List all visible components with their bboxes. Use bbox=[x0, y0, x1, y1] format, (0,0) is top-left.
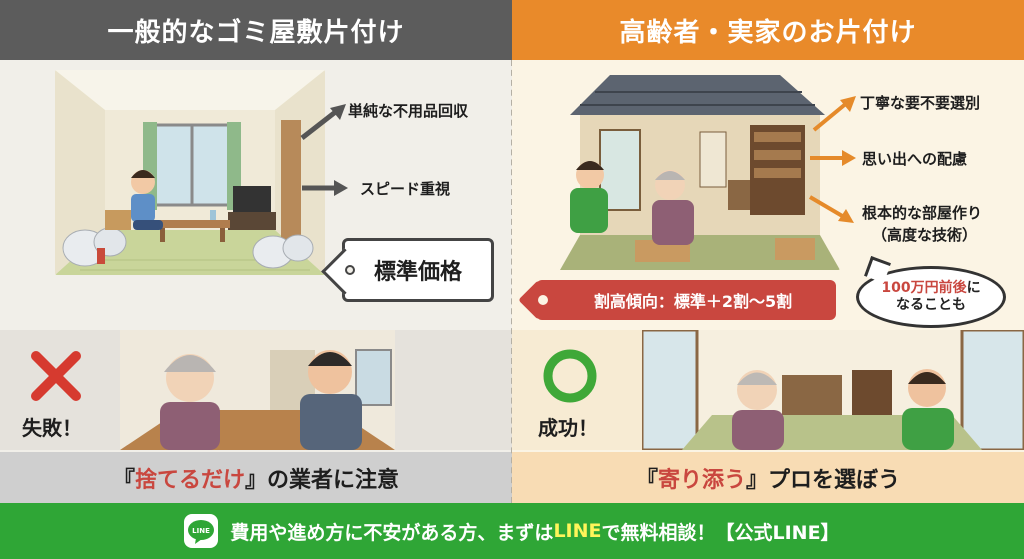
left-header: 一般的なゴミ屋敷片付け bbox=[0, 0, 512, 60]
bubble-line-1-rest: に bbox=[966, 279, 981, 296]
tag-hole-icon bbox=[345, 265, 355, 275]
left-caption: 『 捨てるだけ 』の業者に注意 bbox=[0, 452, 512, 503]
banner-text-after: で無料相談！【公式LINE】 bbox=[601, 521, 840, 544]
callout-careful-sorting: 丁寧な要不要選別 bbox=[860, 94, 981, 112]
bubble-line-1: 100万円前後に bbox=[881, 280, 980, 298]
success-band: 成功！ bbox=[512, 330, 1024, 450]
price-speech-bubble: 100万円前後に なることも bbox=[856, 266, 1006, 328]
line-consult-banner[interactable]: LINE 費用や進め方に不安がある方、まずは LINE で無料相談！【公式LIN… bbox=[0, 503, 1024, 559]
banner-text-before: 費用や進め方に不安がある方、まずは bbox=[230, 521, 554, 544]
left-panel: 一般的なゴミ屋敷片付け bbox=[0, 0, 512, 503]
right-caption: 『 寄り添う 』プロを選ぼう bbox=[512, 452, 1024, 503]
messy-room-illustration bbox=[55, 70, 325, 275]
line-logo-text: LINE bbox=[193, 527, 211, 535]
left-caption-highlight: 捨てるだけ bbox=[134, 467, 245, 493]
fail-label: 失敗！ bbox=[22, 416, 82, 440]
callout-room-making: 根本的な部屋作り bbox=[862, 204, 983, 222]
fail-scene-illustration bbox=[120, 330, 395, 450]
price-tag-premium: 割高傾向：標準＋2割〜5割 bbox=[536, 280, 836, 320]
circle-mark-icon bbox=[543, 349, 597, 403]
right-header: 高齢者・実家のお片付け bbox=[512, 0, 1024, 60]
arrow-icon bbox=[808, 195, 854, 223]
tag-hole-icon bbox=[538, 295, 548, 305]
callout-memories: 思い出への配慮 bbox=[862, 150, 968, 168]
arrow-icon bbox=[812, 96, 856, 132]
bubble-highlight: 100万円前後 bbox=[881, 279, 967, 296]
cross-mark-icon bbox=[31, 351, 81, 401]
arrow-icon bbox=[810, 150, 856, 166]
left-caption-rest: 』の業者に注意 bbox=[245, 467, 400, 493]
arrow-icon bbox=[302, 180, 348, 196]
price-tag-premium-label: 割高傾向：標準＋2割〜5割 bbox=[593, 292, 793, 311]
bubble-line-2: なることも bbox=[896, 297, 966, 313]
left-caption-open: 『 bbox=[112, 467, 135, 493]
right-caption-highlight: 寄り添う bbox=[657, 467, 746, 493]
right-caption-rest: 』プロを選ぼう bbox=[746, 467, 901, 493]
success-scene-illustration bbox=[640, 330, 1024, 450]
price-tag-label: 標準価格 bbox=[373, 260, 462, 285]
callout-simple-collection: 単純な不用品回収 bbox=[348, 102, 469, 120]
elderly-home-illustration bbox=[540, 70, 840, 270]
price-tag-standard: 標準価格 bbox=[342, 238, 494, 302]
arrow-icon bbox=[300, 104, 346, 140]
callout-advanced-skill: （高度な技術） bbox=[872, 226, 978, 244]
callout-speed: スピード重視 bbox=[360, 180, 451, 198]
right-caption-open: 『 bbox=[635, 467, 658, 493]
success-label: 成功！ bbox=[538, 416, 598, 440]
fail-band: 失敗！ bbox=[0, 330, 512, 450]
banner-text-line: LINE bbox=[553, 520, 602, 542]
line-logo-icon: LINE bbox=[184, 514, 219, 548]
